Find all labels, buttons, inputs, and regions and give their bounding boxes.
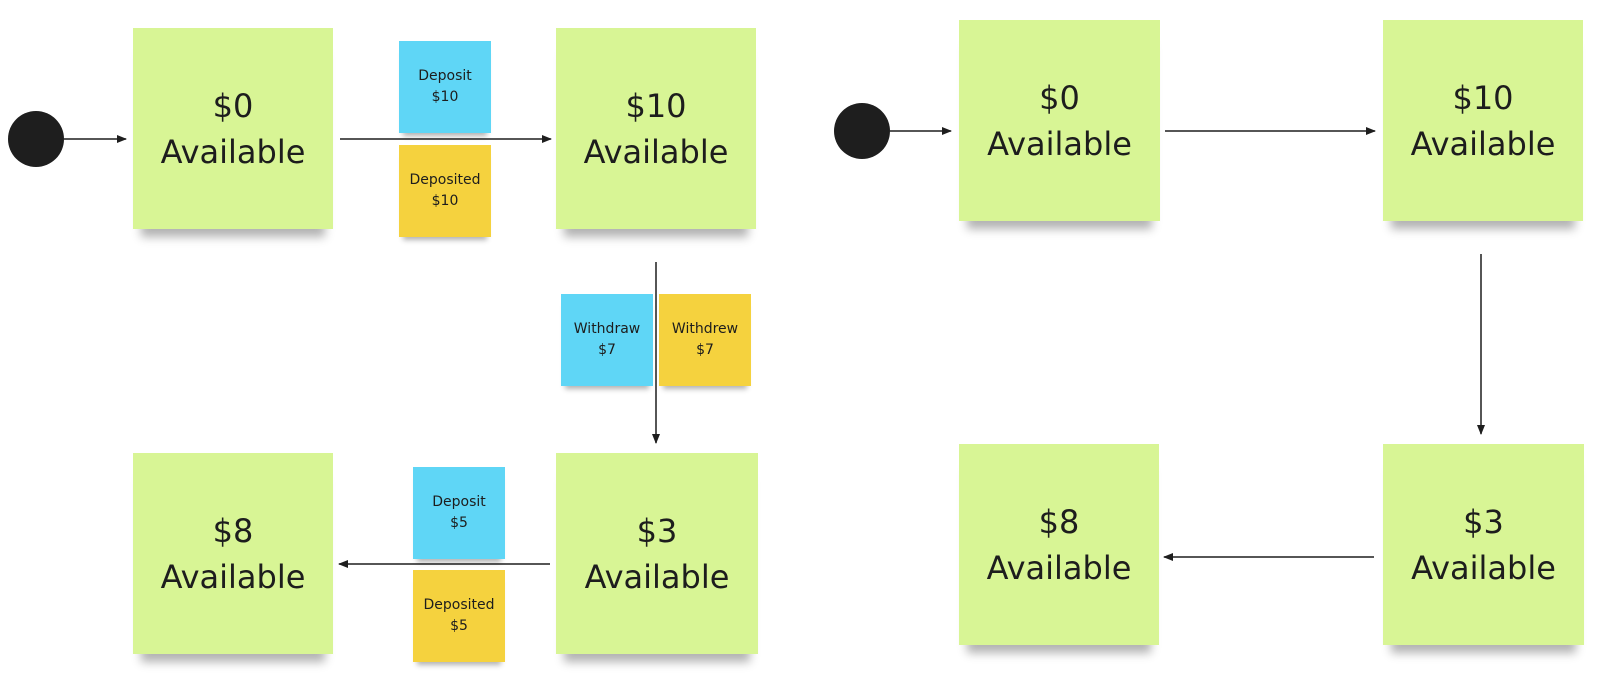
left-event-deposited-10[interactable]: Deposited $10 xyxy=(399,145,491,237)
event-amount: $7 xyxy=(696,342,714,358)
command-amount: $10 xyxy=(431,89,459,105)
left-event-deposited-5[interactable]: Deposited $5 xyxy=(413,570,505,662)
right-state-10[interactable]: $10 Available xyxy=(1383,20,1583,221)
state-label: Available xyxy=(1411,548,1556,587)
right-state-0[interactable]: $0 Available xyxy=(959,20,1160,221)
state-label: Available xyxy=(160,132,306,171)
state-label: Available xyxy=(1410,124,1556,163)
left-command-deposit-10[interactable]: Deposit $10 xyxy=(399,41,491,133)
event-name: Deposited xyxy=(423,597,495,613)
state-amount: $3 xyxy=(1463,502,1504,541)
state-amount: $10 xyxy=(1452,78,1514,117)
state-label: Available xyxy=(160,557,306,596)
event-name: Withdrew xyxy=(671,321,739,337)
event-name: Deposited xyxy=(409,172,481,188)
left-state-10[interactable]: $10 Available xyxy=(556,28,756,229)
event-amount: $5 xyxy=(450,618,468,634)
state-label: Available xyxy=(987,124,1132,163)
command-amount: $7 xyxy=(598,342,616,358)
left-state-8[interactable]: $8 Available xyxy=(133,453,333,654)
left-command-withdraw-7[interactable]: Withdraw $7 xyxy=(561,294,653,386)
left-event-withdrew-7[interactable]: Withdrew $7 xyxy=(659,294,751,386)
left-command-deposit-5[interactable]: Deposit $5 xyxy=(413,467,505,559)
state-amount: $0 xyxy=(212,86,254,125)
command-name: Deposit xyxy=(418,68,472,84)
state-amount: $10 xyxy=(625,86,687,125)
state-label: Available xyxy=(583,132,729,171)
command-amount: $5 xyxy=(450,515,468,531)
state-amount: $8 xyxy=(212,511,254,550)
right-start-node xyxy=(834,103,890,159)
state-amount: $0 xyxy=(1039,78,1080,117)
right-state-3[interactable]: $3 Available xyxy=(1383,444,1584,645)
command-name: Withdraw xyxy=(573,321,641,337)
state-label: Available xyxy=(986,548,1132,587)
right-state-8[interactable]: $8 Available xyxy=(959,444,1159,645)
left-state-0[interactable]: $0 Available xyxy=(133,28,333,229)
command-name: Deposit xyxy=(432,494,486,510)
state-label: Available xyxy=(584,557,730,596)
state-amount: $3 xyxy=(636,511,678,550)
left-start-node xyxy=(8,111,64,167)
left-state-3[interactable]: $3 Available xyxy=(556,453,758,654)
event-amount: $10 xyxy=(431,193,459,209)
state-amount: $8 xyxy=(1038,502,1080,541)
